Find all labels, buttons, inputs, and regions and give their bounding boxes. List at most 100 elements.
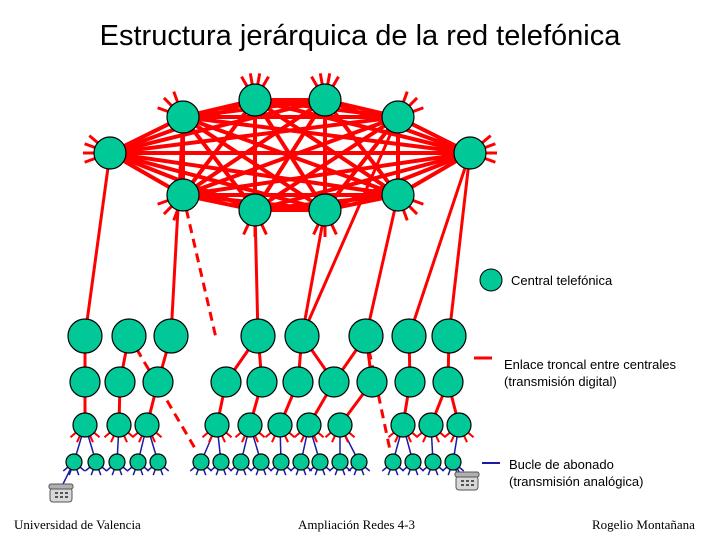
legend-loop-line1: Bucle de abonado: [509, 457, 614, 472]
district-exchange: [246, 366, 278, 398]
core-stub: [407, 204, 419, 216]
subscriber-node: [350, 453, 368, 471]
telephone-handset: [454, 471, 480, 478]
core-stub: [84, 156, 97, 164]
regional-exchange: [348, 318, 384, 354]
core-exchange: [453, 136, 487, 170]
subscriber-node: [129, 453, 147, 471]
telephone-body: [49, 487, 73, 503]
core-exchange: [381, 178, 415, 212]
footer-right: Rogelio Montañana: [592, 517, 695, 532]
core-stub: [162, 204, 174, 216]
subscriber-node: [192, 453, 210, 471]
core-stub: [256, 73, 262, 86]
core-stub: [242, 222, 251, 236]
core-stub: [318, 73, 324, 86]
core-stub: [84, 142, 97, 150]
legend-trunk-line2: (transmisión digital): [504, 374, 617, 389]
trunk-link-dashed: [364, 335, 392, 451]
core-stub: [411, 198, 424, 206]
district-exchange: [318, 366, 350, 398]
subscriber-node: [232, 453, 250, 471]
telephone-key: [461, 480, 464, 482]
local-exchange: [204, 412, 230, 438]
subscriber-node: [311, 453, 329, 471]
core-mesh-link: [254, 151, 471, 212]
regional-exchange: [153, 318, 189, 354]
subscriber-node: [212, 453, 230, 471]
local-exchange: [418, 412, 444, 438]
core-stub: [162, 96, 174, 108]
telephone-icon: [48, 483, 74, 503]
subscriber-node: [444, 453, 462, 471]
core-mesh-link: [109, 98, 326, 155]
trunk-link-dashed: [181, 194, 218, 339]
district-exchange: [282, 366, 314, 398]
core-exchange: [308, 83, 342, 117]
legend-loop-line2: (transmisión analógica): [509, 474, 644, 489]
core-stub: [88, 134, 100, 145]
legend-central-label: Central telefónica: [511, 273, 613, 288]
trunk-link: [300, 209, 327, 337]
core-stub: [329, 222, 338, 236]
core-stub: [310, 75, 319, 88]
local-exchange: [134, 412, 160, 438]
core-stub: [331, 75, 340, 88]
subscriber-node: [149, 453, 167, 471]
page-title: Estructura jerárquica de la red telefóni…: [99, 20, 621, 52]
telephone-key: [466, 484, 469, 486]
local-exchange: [72, 412, 98, 438]
core-mesh-link: [181, 98, 257, 197]
core-mesh-link: [323, 98, 400, 197]
subscriber-node: [331, 453, 349, 471]
trunk-link: [169, 116, 185, 337]
core-stub: [312, 222, 321, 236]
core-stub: [259, 222, 268, 236]
subscriber-node: [272, 453, 290, 471]
core-stub: [411, 106, 424, 114]
core-exchange: [238, 83, 272, 117]
telephone-icon: [454, 471, 480, 491]
core-mesh-link: [182, 151, 471, 197]
core-stub: [248, 73, 254, 86]
local-exchange: [237, 412, 263, 438]
district-exchange: [69, 366, 101, 398]
district-exchange: [210, 366, 242, 398]
core-exchange: [238, 193, 272, 227]
legend-trunk-label: Enlace troncal entre centrales (transmis…: [504, 356, 676, 390]
trunk-link: [300, 116, 400, 337]
core-exchange: [381, 100, 415, 134]
trunk-link: [447, 152, 472, 337]
telephone-handset: [48, 483, 74, 490]
core-stub: [483, 156, 496, 164]
local-exchange: [106, 412, 132, 438]
telephone-key: [461, 484, 464, 486]
telephone-key: [55, 496, 58, 498]
core-stub: [172, 208, 180, 221]
telephone-key: [55, 492, 58, 494]
telephone-body: [455, 475, 479, 491]
district-exchange: [104, 366, 136, 398]
telephone-key: [466, 480, 469, 482]
core-stub: [401, 208, 409, 221]
district-exchange: [356, 366, 388, 398]
subscriber-node: [87, 453, 105, 471]
telephone-key: [60, 492, 63, 494]
core-exchange: [308, 193, 342, 227]
core-stub: [407, 96, 419, 108]
subscriber-node: [384, 453, 402, 471]
subscriber-node: [108, 453, 126, 471]
telephone-key: [471, 484, 474, 486]
regional-exchange: [284, 318, 320, 354]
core-stub: [157, 198, 170, 206]
telephone-key: [65, 492, 68, 494]
legend-trunk-line1: Enlace troncal entre centrales: [504, 357, 676, 372]
local-exchange: [267, 412, 293, 438]
core-exchange: [166, 178, 200, 212]
local-exchange: [446, 412, 472, 438]
local-exchange: [327, 412, 353, 438]
core-exchange: [166, 100, 200, 134]
regional-exchange: [431, 318, 467, 354]
subscriber-node: [252, 453, 270, 471]
footer-left: Universidad de Valencia: [14, 517, 141, 532]
